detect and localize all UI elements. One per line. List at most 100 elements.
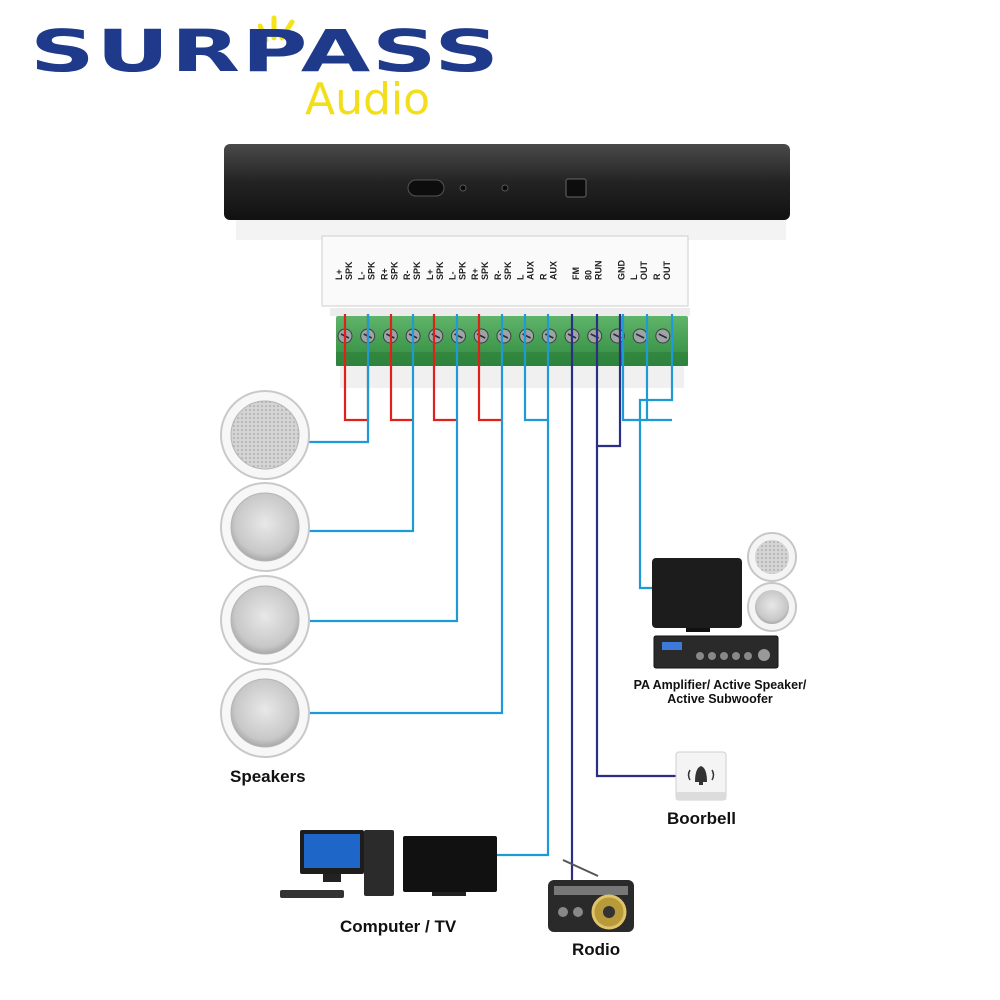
terminal-screw-icon[interactable] (519, 328, 535, 344)
terminal-label-13: GND (616, 260, 626, 281)
terminal-label-10-line1: AUX (548, 261, 558, 280)
ceiling-speaker-1-icon (220, 390, 310, 480)
terminal-label-3-line1: SPK (389, 261, 399, 280)
terminal-label-5-line2: L+ (425, 269, 435, 280)
terminal-label-9-line1: AUX (526, 261, 536, 280)
terminal-screw-icon[interactable] (655, 328, 671, 344)
terminal-label-3-line2: R+ (379, 268, 389, 280)
amplifier-label-line-1: PA Amplifier/ Active Speaker/ (633, 678, 807, 692)
brand-logo-text: SURPASS (30, 17, 501, 85)
terminal-label-4-line1: SPK (412, 261, 422, 280)
amplifier-label: PA Amplifier/ Active Speaker/ Active Sub… (632, 678, 808, 707)
small-speaker-icon (747, 532, 797, 582)
ceiling-speaker-2-icon (220, 482, 310, 572)
terminal-label-6-line1: SPK (458, 261, 468, 280)
panel-button-icon[interactable] (407, 179, 445, 197)
terminal-screw-icon[interactable] (496, 328, 512, 344)
pc-tower-icon (364, 830, 394, 896)
terminal-label-11-line1: FM (571, 267, 581, 280)
terminal-label-8-line1: SPK (503, 261, 513, 280)
terminal-label-2-line2: L- (357, 272, 367, 281)
wire-speaker-1 (308, 314, 370, 444)
terminal-label-14-line2: L (629, 274, 639, 280)
radio-label: Rodio (572, 940, 621, 959)
wire-run-bridge (595, 314, 622, 448)
terminal-label-12-line1: RUN (594, 261, 604, 281)
pa-amplifier-icon (653, 635, 779, 669)
amplifier-label-line-2: Active Subwoofer (667, 691, 773, 706)
keyboard-icon (280, 890, 344, 898)
terminal-screw-icon[interactable] (632, 328, 648, 344)
terminal-screw-icon[interactable] (428, 328, 444, 344)
wire-aux-bridge (523, 314, 548, 422)
wire-speaker-4 (308, 314, 504, 715)
terminal-label-15-line1: OUT (662, 261, 672, 281)
panel-faceplate (224, 144, 790, 220)
speakers-label: Speakers (230, 767, 306, 786)
terminal-label-6-line2: L- (448, 272, 458, 281)
terminal-screw-icon[interactable] (541, 328, 557, 344)
wire-run-doorbell (595, 446, 676, 778)
doorbell-group (675, 751, 727, 801)
terminal-label-8-line2: R- (493, 271, 503, 281)
wire-out-amplifier (638, 314, 674, 590)
terminal-label-1-line2: L+ (334, 269, 344, 280)
control-panel (224, 144, 790, 388)
ceiling-speaker-3-icon (220, 575, 310, 665)
bell-icon (695, 766, 707, 782)
terminal-label-7-line2: R+ (470, 268, 480, 280)
wire-spk2-lplus (432, 314, 457, 422)
terminal-label-12-line2: 80 (584, 270, 594, 280)
panel-switch-icon[interactable] (565, 178, 587, 198)
radio-group (548, 859, 634, 932)
terminal-label-14-line1: OUT (639, 261, 649, 281)
terminal-label-15-line2: R (652, 273, 662, 280)
tv-icon (403, 836, 497, 892)
terminal-label-7-line1: SPK (480, 261, 490, 280)
small-speaker-icon (747, 582, 797, 632)
terminal-labels: SPKL+SPKL-SPKR+SPKR-SPKL+SPKL-SPKR+SPKR-… (334, 260, 672, 281)
terminal-screw-icon[interactable] (587, 328, 603, 344)
terminal-label-1-line1: SPK (344, 261, 354, 280)
panel-back-housing (236, 220, 786, 240)
wire-speaker-3 (308, 314, 459, 623)
terminal-label-4-line2: R- (402, 271, 412, 281)
logo-sun-rays-icon (258, 15, 295, 42)
terminal-screw-icon[interactable] (451, 328, 466, 344)
terminal-label-9-line2: L (516, 274, 526, 280)
wire-speaker-2 (308, 314, 415, 533)
radio-antenna-icon (562, 859, 599, 877)
terminal-label-5-line1: SPK (435, 261, 445, 280)
panel-mic-icon (501, 184, 509, 192)
wires (308, 314, 676, 892)
subwoofer-icon (652, 558, 742, 628)
ceiling-speaker-4-icon (220, 668, 310, 758)
terminal-label-2-line1: SPK (367, 261, 377, 280)
wire-spk2-rplus (477, 314, 502, 422)
terminal-label-strip (321, 235, 689, 307)
brand-sub-text: Audio (305, 74, 431, 125)
wire-aux-computer (496, 314, 550, 857)
wire-spk1-rplus (389, 314, 413, 422)
terminal-screw-icon[interactable] (473, 328, 489, 344)
computer-tv-group (280, 830, 497, 898)
terminal-label-13-line1: GND (616, 260, 626, 281)
terminal-label-10-line2: R (538, 273, 548, 280)
wire-out-l (645, 314, 672, 422)
panel-led-icon (459, 184, 467, 192)
terminal-label-11: FM (571, 267, 581, 280)
